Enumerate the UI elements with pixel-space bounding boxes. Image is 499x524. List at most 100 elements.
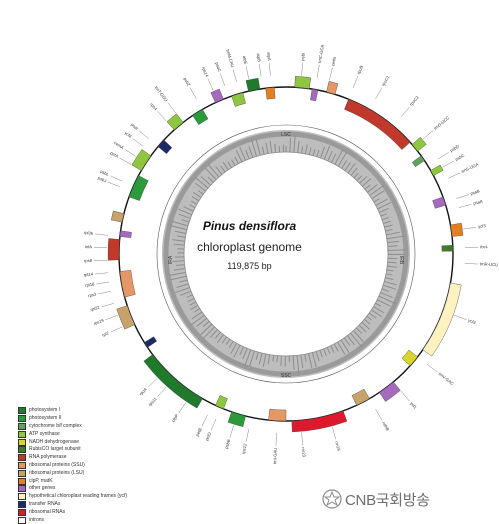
gene-segment	[379, 382, 400, 402]
legend-label: NADH dehydrogenase	[29, 439, 79, 446]
gene-label: trnG-UCC	[433, 115, 450, 131]
legend-label: photosystem I	[29, 407, 60, 414]
gene-segment	[132, 149, 151, 170]
gene-label: petA	[109, 150, 119, 159]
gene-label-leader	[111, 327, 123, 332]
gene-label: atpA	[266, 52, 272, 61]
gene-segment	[423, 283, 461, 356]
gene-label: rps12	[241, 443, 248, 455]
gene-label-leader	[220, 74, 224, 86]
gene-label-leader	[246, 66, 249, 79]
gene-label-leader	[317, 65, 319, 78]
gene-label: psbD	[449, 144, 460, 153]
gene-label-leader	[329, 68, 332, 81]
gene-label: cemA	[113, 140, 125, 150]
gene-label: rrn16	[334, 441, 342, 452]
gene-label-leader	[332, 427, 335, 440]
gene-label-leader	[139, 131, 149, 139]
legend-item: cytochrome b/f complex	[18, 423, 158, 431]
gene-segment	[326, 81, 338, 94]
gene-segment	[158, 140, 172, 154]
legend-swatch	[18, 485, 26, 492]
gene-label: rps14	[201, 66, 210, 78]
gene-segment	[352, 389, 370, 405]
gene-label-leader	[438, 152, 449, 159]
gene-label: rps11	[147, 396, 158, 407]
legend-item: NADH dehydrogenase	[18, 438, 158, 446]
legend-swatch	[18, 431, 26, 438]
gene-label: atpB	[256, 53, 262, 62]
legend-label: clpP, matK	[29, 478, 53, 485]
species-name: Pinus densiflora	[0, 219, 499, 233]
gene-segment	[167, 114, 183, 130]
watermark: CNB국회방송	[322, 488, 430, 510]
gene-segment	[269, 409, 286, 421]
gene-label: trnI-GAU	[272, 448, 278, 465]
gene-label-leader	[423, 131, 433, 139]
gene-label-leader	[101, 303, 113, 307]
gene-label-leader	[230, 425, 234, 437]
legend-item: RubisCO larget subunit	[18, 446, 158, 454]
legend-swatch	[18, 517, 26, 524]
legend-label: ribosomal RNAs	[29, 509, 65, 516]
gene-label-leader	[106, 315, 118, 319]
gene-label: rpl14	[83, 271, 93, 277]
gene-label-leader	[302, 432, 303, 445]
gene-label: clpP	[171, 413, 180, 423]
gene-label: trnT-GGU	[154, 85, 169, 102]
gene-label: petD	[204, 431, 212, 441]
legend-label: ATP synthase	[29, 431, 60, 438]
legend-label: RNA polymerase	[29, 454, 67, 461]
gene-label-leader	[148, 378, 157, 387]
gene-label-leader	[111, 176, 123, 181]
legend-item: other genes	[18, 485, 158, 493]
gene-label-leader	[125, 149, 136, 156]
gene-segment	[228, 412, 246, 427]
gene-segment	[292, 411, 347, 432]
gene-label: rpl2	[101, 330, 110, 338]
gene-label: psaI	[130, 122, 139, 131]
gene-label: rps4	[149, 102, 159, 112]
gene-label: petN	[330, 56, 337, 66]
legend-item: photosystem II	[18, 415, 158, 423]
gene-label-leader	[454, 315, 466, 319]
gene-label-leader	[401, 107, 409, 117]
legend-label: photosystem II	[29, 415, 62, 422]
gene-label: psbJ	[97, 175, 107, 183]
gene-label: rpl16	[85, 281, 96, 288]
gene-label-leader	[211, 419, 216, 431]
gene-label-leader	[401, 391, 409, 401]
broadcaster-logo	[322, 489, 342, 509]
gene-label-leader	[302, 63, 303, 76]
legend-label: other genes	[29, 485, 55, 492]
gene-label-leader	[353, 76, 358, 88]
legend-swatch	[18, 478, 26, 485]
legend-item: RNA polymerase	[18, 454, 158, 462]
gene-label-leader	[427, 364, 437, 372]
gene-segment	[295, 76, 311, 88]
legend-label: hypothetical chloroplast reading frames …	[29, 493, 127, 500]
legend-item: hypothetical chloroplast reading frames …	[18, 493, 158, 501]
gene-label-leader	[133, 138, 143, 146]
gene-label: trnV-GAC	[438, 371, 455, 386]
gene-label-leader	[443, 161, 454, 167]
gene-label: rpl22	[90, 305, 101, 313]
gene-segment	[431, 165, 444, 176]
legend-swatch	[18, 493, 26, 500]
legend-swatch	[18, 423, 26, 430]
region-label-ssc: SSC	[281, 373, 292, 379]
gene-label: rps19	[93, 317, 105, 326]
legend-swatch	[18, 454, 26, 461]
legend-label: transfer RNAs	[29, 501, 60, 508]
gene-label-leader	[190, 88, 197, 99]
legend-label: ribosomal proteins (SSU)	[29, 462, 85, 469]
legend-swatch	[18, 462, 26, 469]
legend-swatch	[18, 407, 26, 414]
legend-item: photosystem I	[18, 407, 158, 415]
legend-item: ribosomal RNAs	[18, 508, 158, 516]
gene-label: psbZ	[183, 76, 192, 87]
gene-segment	[193, 109, 208, 124]
gene-label: psaC	[214, 62, 222, 73]
legend-item: transfer RNAs	[18, 501, 158, 509]
